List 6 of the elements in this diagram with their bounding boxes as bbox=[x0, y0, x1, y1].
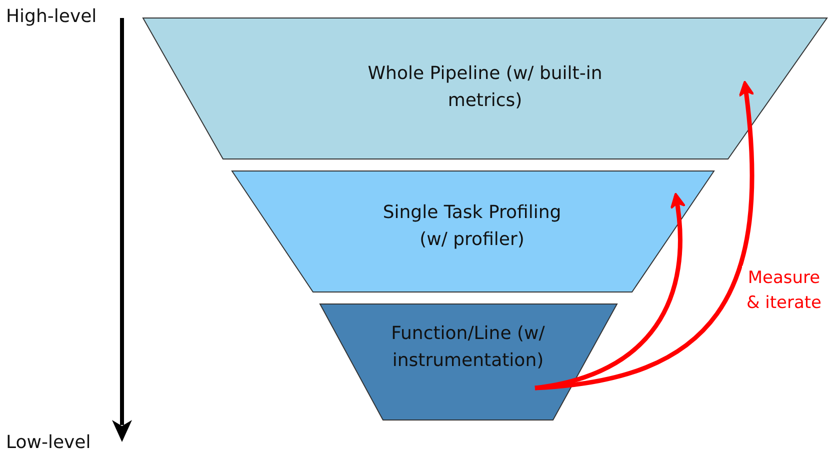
axis-end-label: Low-level bbox=[6, 432, 91, 453]
level-label: Whole Pipeline (w/ built-in metrics) bbox=[366, 62, 604, 113]
level-label: Single Task Profiling (w/ profiler) bbox=[382, 201, 562, 252]
curved-arrow bbox=[534, 80, 754, 390]
level-label: Function/Line (w/ instrumentation) bbox=[390, 322, 546, 373]
axis-end-label: High-level bbox=[6, 6, 97, 27]
